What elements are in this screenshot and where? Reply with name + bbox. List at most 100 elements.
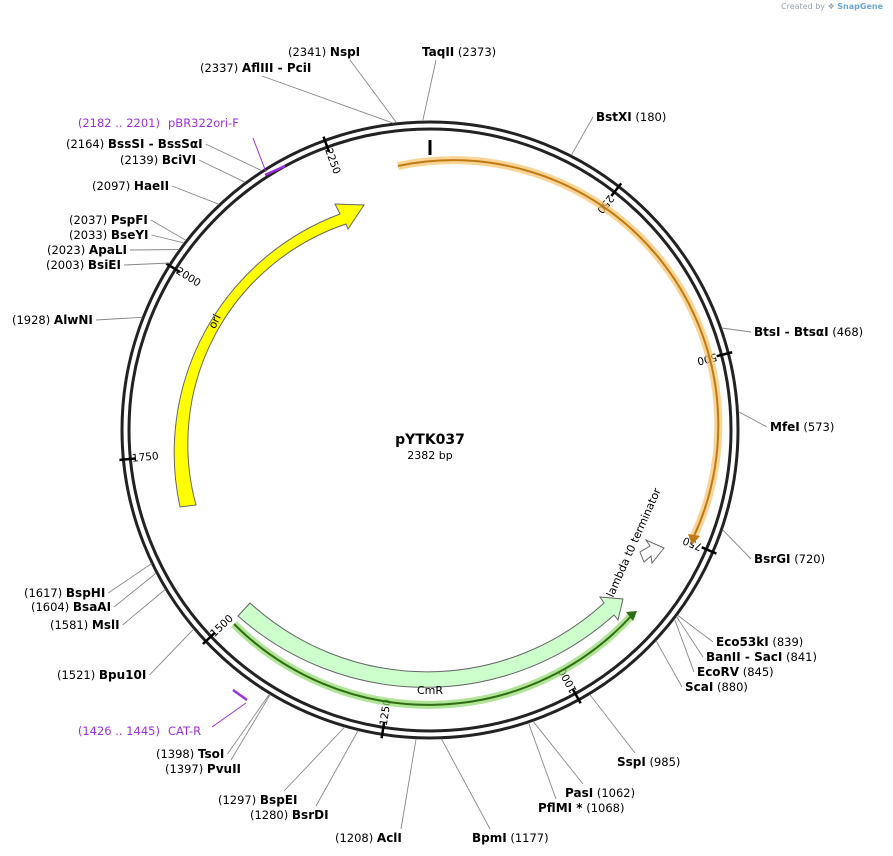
enzyme-position: (2164): [66, 137, 104, 151]
enzyme-position: (1617): [24, 586, 62, 600]
enzyme-leader-line: [171, 185, 220, 205]
enzyme-label: (2337) AflIII - PciI: [200, 61, 311, 75]
enzyme-label: (1397) PvuII: [165, 762, 241, 776]
enzyme-position: (2337): [200, 61, 238, 75]
primer-range-cat-r: (1426 .. 1445): [78, 724, 160, 738]
tick-mark: [571, 688, 582, 704]
feature-orange-arc: [397, 156, 723, 545]
enzyme-leader-line: [722, 529, 752, 560]
enzyme-label: BstXI (180): [596, 110, 666, 124]
enzyme-position: (1604): [31, 600, 69, 614]
enzyme-name: BtsI: [754, 325, 781, 339]
enzyme-label: (2341) NspI: [288, 45, 360, 59]
enzyme-label: PasI (1062): [565, 786, 635, 800]
plasmid-length: 2382 bp: [407, 449, 452, 462]
enzyme-label: (1208) AclI: [335, 831, 402, 845]
enzyme-leader-line: [400, 738, 417, 830]
tick-mark: [119, 457, 136, 462]
enzyme-leader-lines: [95, 59, 768, 830]
enzyme-name: Bpu10I: [99, 668, 146, 682]
primer-name-pbr322ori-f: pBR322ori-F: [168, 116, 239, 130]
enzyme-label: (1604) BsaAI: [31, 600, 111, 614]
enzyme-position: (841): [786, 650, 817, 664]
enzyme-position: (2037): [69, 213, 107, 227]
enzyme-position: (880): [717, 680, 748, 694]
primer-cat-r: (1426 .. 1445) CAT-R: [78, 688, 248, 738]
feature-label-cmr: CmR: [417, 684, 443, 697]
snapgene-logo-icon: ❖: [827, 2, 835, 11]
feature-label-lambda-t0-terminator: lambda t0 terminator: [604, 486, 664, 600]
enzyme-name: MslI: [92, 618, 120, 632]
enzyme-leader-line: [150, 219, 187, 241]
enzyme-name: BssSI: [108, 137, 145, 151]
enzyme-name: MfeI: [770, 420, 800, 434]
enzyme-name: PspFI: [111, 213, 148, 227]
enzyme-label: ScaI (880): [685, 680, 748, 694]
enzyme-leader-line: [113, 572, 157, 608]
enzyme-label: (2023) ApaLI: [47, 243, 127, 257]
enzyme-position: (1521): [57, 668, 95, 682]
enzyme-name: BsrDI: [292, 808, 329, 822]
enzyme-leader-line: [230, 694, 271, 761]
enzyme-position: (1397): [165, 762, 203, 776]
enzyme-position: (2341): [288, 45, 326, 59]
enzyme-name: TaqII: [422, 45, 454, 59]
enzyme-leader-line: [676, 616, 704, 658]
enzyme-leader-line: [149, 628, 195, 676]
enzyme-name: BsaAI: [73, 600, 111, 614]
enzyme-position: (2023): [47, 243, 85, 257]
tick-mark: [701, 546, 717, 555]
enzyme-label: (1297) BspEI: [218, 793, 297, 807]
enzyme-label: BtsI - BtsαI (468): [754, 325, 863, 339]
enzyme-label: (2139) BciVI: [120, 153, 196, 167]
enzyme-leader-line: [349, 59, 397, 124]
enzyme-name: HaeII: [134, 179, 169, 193]
enzyme-name-separator: -: [781, 325, 794, 339]
enzyme-name: ApaLI: [89, 243, 127, 257]
enzyme-label: BsrGI (720): [754, 552, 825, 566]
enzyme-name: BanII: [706, 650, 741, 664]
enzyme-leader-line: [123, 262, 171, 266]
enzyme-label: MfeI (573): [770, 420, 834, 434]
enzyme-position: (2003): [46, 258, 84, 272]
tick-mark: [610, 182, 623, 197]
credit-brand: SnapGene: [837, 2, 883, 11]
enzyme-position: (468): [832, 325, 863, 339]
feature-cmr: CmR: [237, 596, 624, 697]
enzyme-label: Eco53kI (839): [716, 635, 803, 649]
enzyme-position: (2033): [69, 228, 107, 242]
enzyme-name: BciVI: [162, 153, 196, 167]
enzyme-name-secondary: BssSαI: [158, 137, 203, 151]
enzyme-leader-line: [122, 589, 166, 626]
feature-label-ori: ori: [206, 312, 224, 331]
enzyme-name: BsiEI: [88, 258, 121, 272]
enzyme-label: EcoRV (845): [697, 665, 774, 679]
enzyme-leader-line: [108, 563, 152, 594]
enzyme-name: BstXI: [596, 110, 632, 124]
tick-mark: [380, 722, 386, 739]
enzyme-name: AlwNI: [54, 313, 93, 327]
enzyme-leader-line: [721, 327, 752, 333]
enzyme-leader-line: [738, 411, 768, 428]
enzyme-name-secondary: SacI: [754, 650, 782, 664]
enzyme-label: (1617) BspHI: [24, 586, 105, 600]
enzyme-leader-line: [441, 738, 491, 830]
enzyme-label: (1581) MslI: [50, 618, 120, 632]
feature-lambda-t0-terminator: lambda t0 terminator: [604, 486, 665, 600]
enzyme-name: ScaI: [685, 680, 713, 694]
enzyme-position: (1928): [12, 313, 50, 327]
enzyme-label: (1928) AlwNI: [12, 313, 93, 327]
snapgene-credit: Created by ❖ SnapGene: [781, 2, 883, 11]
enzyme-position: (180): [635, 110, 666, 124]
credit-text: Created by: [781, 2, 826, 11]
enzyme-leader-line: [674, 618, 695, 673]
enzyme-position: (2139): [120, 153, 158, 167]
enzyme-label: BpmI (1177): [472, 831, 549, 845]
enzyme-leader-line: [570, 116, 594, 156]
enzyme-name: PasI: [565, 786, 593, 800]
primer-pbr322ori-f: (2182 .. 2201) pBR322ori-F: [78, 116, 286, 177]
enzyme-position: (1177): [510, 831, 548, 845]
enzyme-position: (720): [794, 552, 825, 566]
enzyme-name: AclI: [377, 831, 402, 845]
